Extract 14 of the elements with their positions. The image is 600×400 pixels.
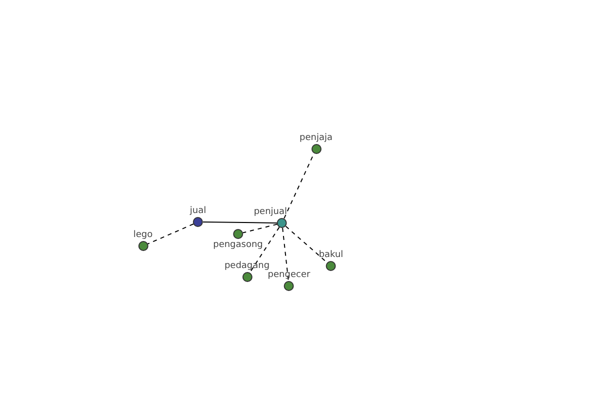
connector-line xyxy=(285,226,328,264)
connector-line xyxy=(242,224,278,234)
node-label: bakul xyxy=(318,250,344,260)
node-label: lego xyxy=(133,230,153,240)
node-label: pengecer xyxy=(268,270,310,280)
node-label: jual xyxy=(190,206,206,216)
connector-line xyxy=(249,226,280,274)
connector-line xyxy=(282,227,289,282)
node-label: penjaja xyxy=(300,133,332,143)
connector-line xyxy=(147,224,194,244)
connector-line xyxy=(202,222,278,224)
node-label: penjual xyxy=(254,207,287,217)
node-label: pengasong xyxy=(213,240,263,250)
node-label: pedagang xyxy=(224,261,270,271)
